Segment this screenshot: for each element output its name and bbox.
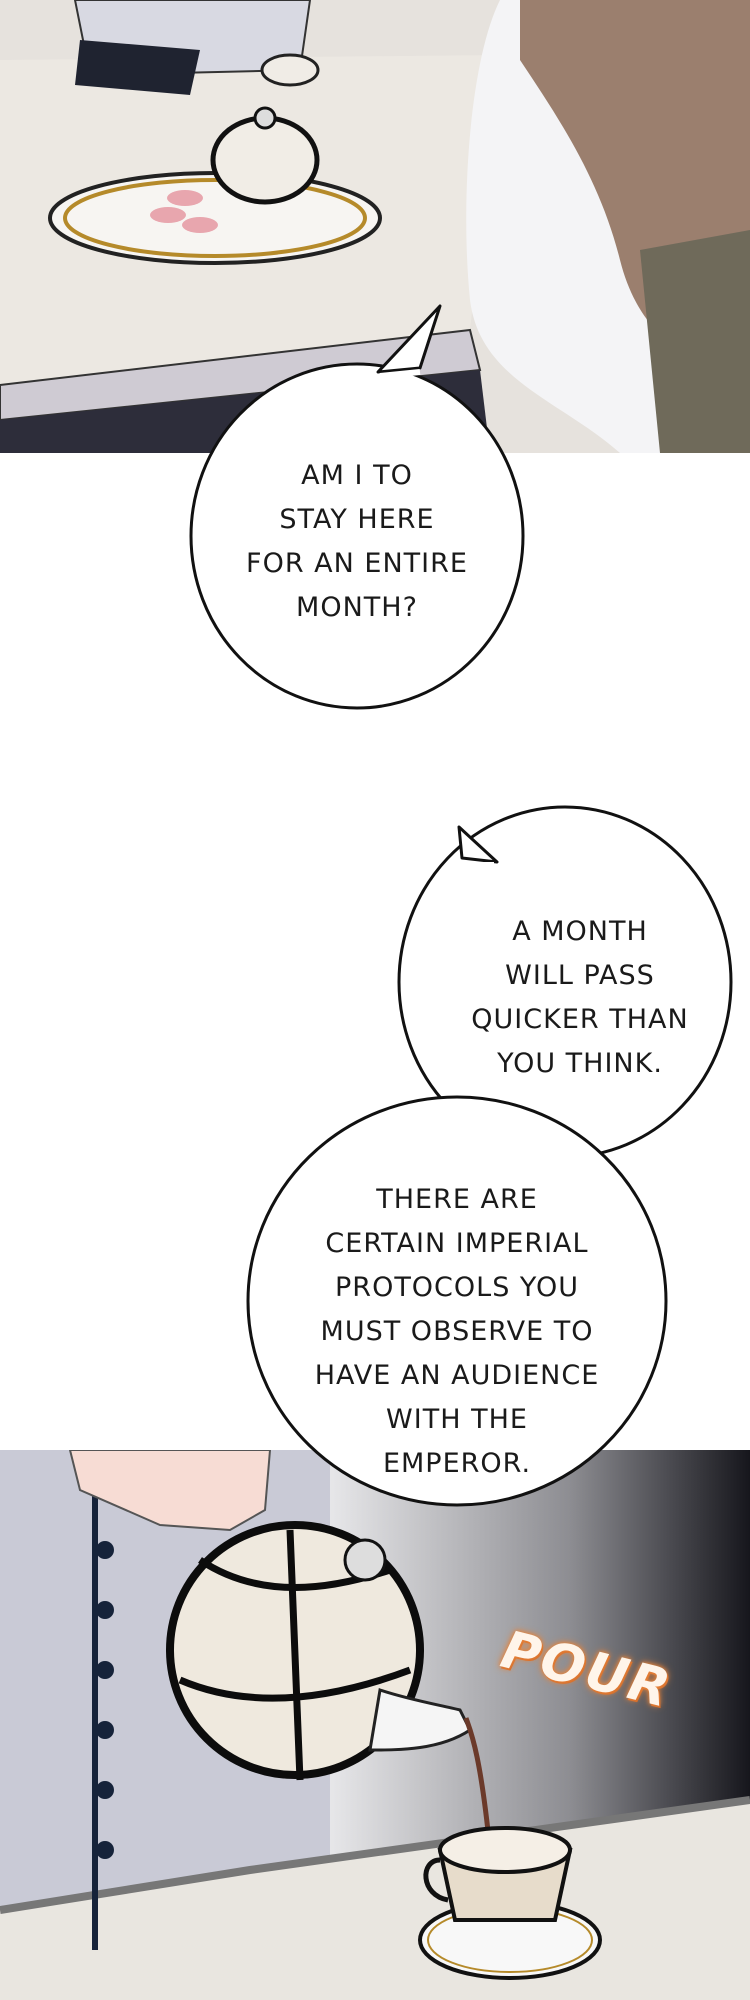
speech-bubble-2-text: A MONTH WILL PASS QUICKER THAN YOU THINK… [471,910,688,1086]
bubble-line: MONTH? [296,592,418,623]
bubble-line: WITH THE [386,1404,528,1435]
bubble-line: WILL PASS [505,960,655,991]
bubble-line: EMPEROR. [382,1448,532,1479]
speech-bubble-1 [189,304,525,710]
speech-bubble-1-text: AM I TO STAY HERE FOR AN ENTIRE MONTH? [246,454,468,630]
bubble-line: CERTAIN IMPERIAL [325,1228,589,1259]
bubble-line: STAY HERE [279,504,435,535]
bubble-line: A MONTH [512,916,648,947]
bubble-line: MUST OBSERVE TO [320,1316,594,1347]
bubble-line: FOR AN ENTIRE [246,548,468,579]
pouring-tea-illustration [0,1450,750,2000]
bubble-line: YOU THINK. [497,1048,663,1079]
speech-bubble-3-text: THERE ARE CERTAIN IMPERIAL PROTOCOLS YOU… [315,1178,600,1486]
bubble-line: HAVE AN AUDIENCE [314,1360,600,1391]
speech-bubble-3 [246,1095,668,1507]
bubble-line: QUICKER THAN [471,1004,689,1035]
bottom-panel-pouring-tea [0,1450,750,2000]
bubble-line: AM I TO [301,460,413,491]
bubble-line: PROTOCOLS YOU [335,1272,579,1303]
top-panel-tea-table [0,0,750,453]
tea-table-illustration [0,0,750,453]
bubble-line: THERE ARE [376,1184,538,1215]
